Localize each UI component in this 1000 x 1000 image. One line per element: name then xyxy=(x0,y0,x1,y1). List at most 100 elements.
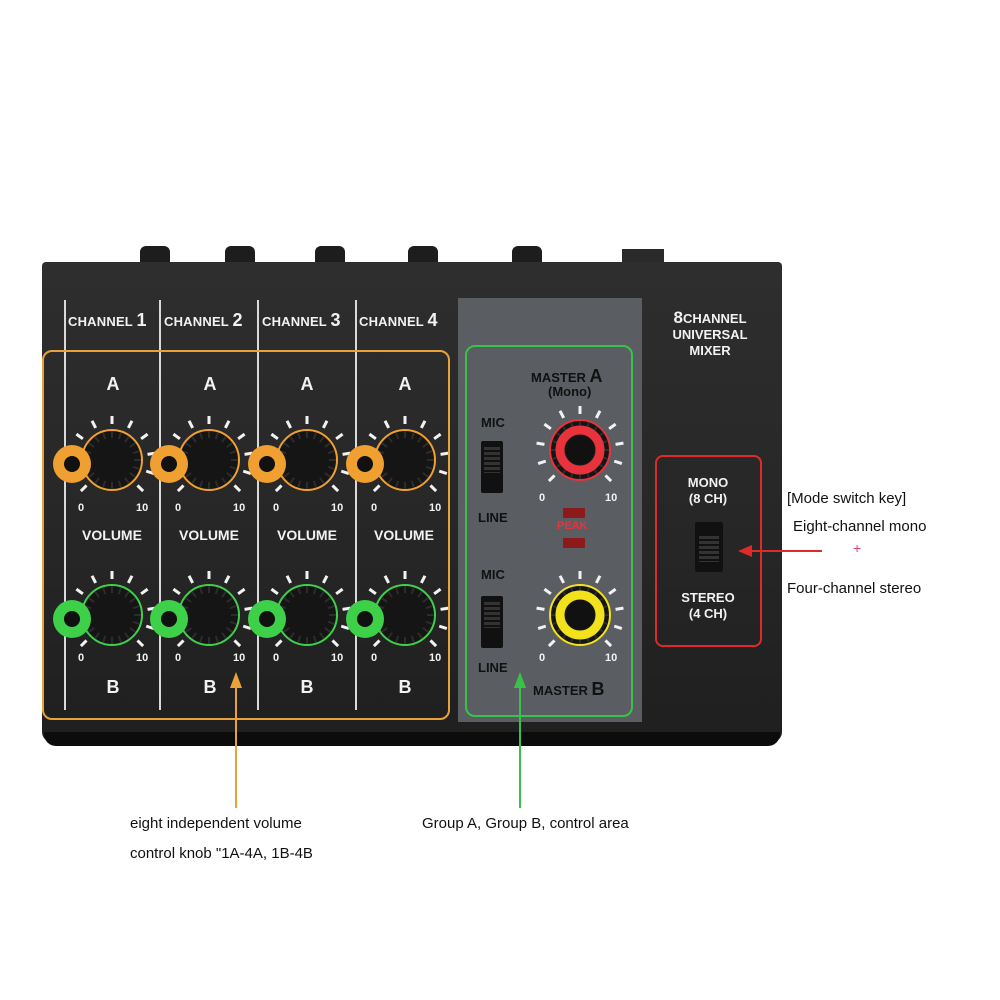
knob-4a[interactable] xyxy=(333,410,453,510)
knob-3a[interactable] xyxy=(235,410,355,510)
knob-grip xyxy=(94,477,100,485)
knob-grip xyxy=(214,635,219,643)
master-a-label: MASTER A xyxy=(531,366,603,386)
knob-1b[interactable] xyxy=(40,565,160,665)
channel-2-b-letter: B xyxy=(203,677,217,697)
master-b-knob[interactable] xyxy=(525,565,635,665)
channel-1-b-letter: B xyxy=(106,677,120,697)
master-b-label: MASTER B xyxy=(533,679,605,699)
channel-3-label: CHANNEL 3 xyxy=(262,310,341,330)
dial-tick xyxy=(537,624,547,631)
knob-grip xyxy=(387,590,393,598)
knob-grip xyxy=(282,472,290,478)
knob-grip xyxy=(395,432,400,440)
master-a-knob[interactable] xyxy=(525,400,635,500)
knob-grip xyxy=(87,597,95,603)
dial-tick xyxy=(90,575,97,584)
knob-grip xyxy=(94,590,100,598)
knob-grip xyxy=(132,465,140,470)
knob-grip xyxy=(387,477,393,485)
channel-1-label: CHANNEL 1 xyxy=(68,310,147,330)
dial-tick xyxy=(613,624,623,631)
knob-grip xyxy=(199,480,204,488)
master-a-mono-label: (Mono) xyxy=(548,384,592,399)
knob-grip xyxy=(226,472,234,478)
knob-grip xyxy=(324,472,332,478)
knob-grip xyxy=(319,435,325,443)
knob-grip xyxy=(324,442,332,448)
knob-grip xyxy=(324,597,332,603)
mic-label-b: MIC xyxy=(481,567,505,582)
mic-line-switch-a[interactable] xyxy=(481,441,503,493)
dial-tick xyxy=(433,432,442,441)
knob-grip xyxy=(132,605,140,610)
knob-1a[interactable] xyxy=(40,410,160,510)
scale-max: 10 xyxy=(136,502,149,514)
knobs-caption-line2: control knob "1A-4A, 1B-4B xyxy=(130,845,313,862)
scale-min: 0 xyxy=(175,652,182,664)
knob-2a[interactable] xyxy=(137,410,257,510)
knob-grip xyxy=(324,627,332,633)
scale-max: 10 xyxy=(136,652,149,664)
dial-tick xyxy=(75,432,84,441)
knob-grip xyxy=(395,587,400,595)
knob-grip xyxy=(327,465,335,470)
dial-tick xyxy=(615,606,624,611)
knob-grip xyxy=(221,590,227,598)
mode-stereo-caption: Four-channel stereo xyxy=(787,580,922,597)
dial-tick xyxy=(420,575,427,584)
knob-grip xyxy=(117,480,122,488)
knob-grip xyxy=(417,632,423,640)
scale-min: 0 xyxy=(273,652,280,664)
knob-grip xyxy=(87,627,95,633)
scale-min: 0 xyxy=(273,502,280,514)
dial-tick xyxy=(140,432,149,441)
knob-grip xyxy=(199,432,204,440)
mode-switch[interactable] xyxy=(695,522,723,572)
knob-grip xyxy=(410,587,415,595)
dial-tick xyxy=(440,451,449,456)
dial-tick xyxy=(372,639,381,648)
scale-max: 10 xyxy=(331,652,344,664)
knob-grip xyxy=(184,442,192,448)
knob-3b[interactable] xyxy=(235,565,355,665)
knob-2b[interactable] xyxy=(137,565,257,665)
knob-grip xyxy=(87,472,95,478)
dial-tick xyxy=(242,624,252,631)
plus-icon: + xyxy=(853,540,862,556)
knob-center xyxy=(357,611,373,627)
stereo-label: STEREO (4 CH) xyxy=(681,590,735,621)
mic-label-a: MIC xyxy=(481,415,505,430)
channel-1-a-letter: A xyxy=(106,374,120,394)
knobs-arrow-head xyxy=(230,672,242,688)
dial-tick xyxy=(172,587,181,596)
scale-min: 0 xyxy=(78,652,85,664)
group-area-caption: Group A, Group B, control area xyxy=(422,815,629,832)
dial-tick xyxy=(547,474,556,483)
mic-line-switch-b[interactable] xyxy=(481,596,503,648)
dial-tick xyxy=(340,469,350,476)
knob-grip xyxy=(422,472,430,478)
knob-grip xyxy=(229,605,237,610)
dial-tick xyxy=(244,451,253,456)
dial-tick xyxy=(242,469,252,476)
knob-cap xyxy=(555,590,605,640)
knob-grip xyxy=(312,635,317,643)
knob-4b[interactable] xyxy=(333,565,453,665)
knob-grip xyxy=(117,635,122,643)
knob-grip xyxy=(425,620,433,625)
dial-tick xyxy=(433,587,442,596)
knob-grip xyxy=(102,432,107,440)
dial-tick xyxy=(136,639,145,648)
dial-tick xyxy=(342,606,351,611)
knob-grip xyxy=(297,480,302,488)
knob-center xyxy=(161,456,177,472)
knob-center xyxy=(357,456,373,472)
knob-grip xyxy=(282,627,290,633)
scale-min: 0 xyxy=(175,502,182,514)
dial-tick xyxy=(224,575,231,584)
scale-max: 10 xyxy=(429,502,442,514)
dial-tick xyxy=(136,484,145,493)
dial-tick xyxy=(368,587,377,596)
dial-tick xyxy=(340,624,350,631)
